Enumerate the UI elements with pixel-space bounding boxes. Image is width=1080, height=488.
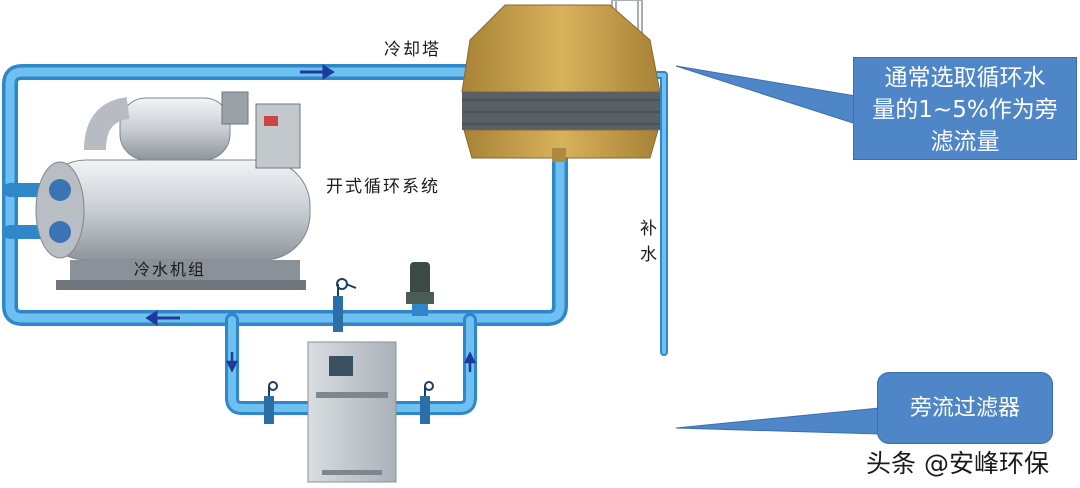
makeup-water-label: 补 水 — [640, 216, 660, 268]
flow-rate-callout: 通常选取循环水 量的1~5%作为旁 滤流量 — [853, 57, 1077, 160]
makeup-water-pipe-highlight — [656, 73, 666, 354]
makeup-water-char-2: 水 — [640, 245, 657, 265]
chiller-label: 冷水机组 — [134, 260, 207, 279]
cooling-tower-label: 冷却塔 — [384, 40, 441, 60]
main-loop-pipe-highlight — [5, 67, 565, 323]
valves — [264, 278, 434, 424]
open-system-label: 开式循环系统 — [326, 177, 440, 197]
valve-main-loop — [333, 278, 357, 332]
valve-bypass-inlet — [264, 381, 278, 424]
chiller-unit-image — [35, 91, 311, 290]
callout-pointers — [675, 65, 880, 435]
flow-rate-callout-line-3: 滤流量 — [930, 129, 1000, 155]
flow-rate-callout-line-1: 通常选取循环水 — [884, 65, 1046, 91]
valve-bypass-outlet — [420, 381, 434, 424]
flow-arrow-down — [225, 352, 239, 373]
flow-arrow-left — [145, 310, 180, 326]
callout-pointer-rate — [675, 65, 857, 125]
flow-arrow-up — [463, 351, 477, 372]
callout-pointer-filter — [675, 407, 880, 435]
watermark: 头条 @安峰环保 — [866, 449, 1049, 478]
cooling-tower-image — [461, 0, 661, 162]
flow-arrows — [145, 64, 477, 373]
flow-arrow-right — [300, 64, 335, 80]
makeup-water-char-1: 补 — [640, 219, 657, 239]
flow-rate-callout-line-2: 量的1~5%作为旁 — [872, 97, 1058, 123]
bypass-filter-cabinet-image — [307, 341, 397, 483]
bypass-filter-callout: 旁流过滤器 — [877, 372, 1053, 444]
circulation-pump-image — [406, 262, 434, 316]
